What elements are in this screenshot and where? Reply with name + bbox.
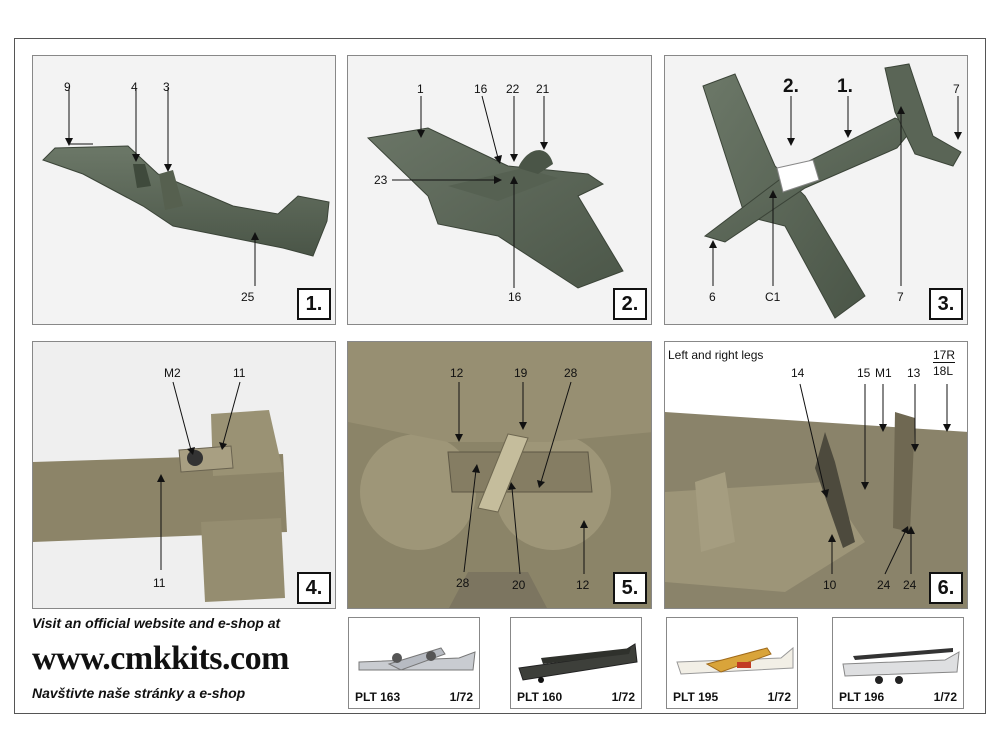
aircraft-thumbnail: [518, 643, 638, 683]
callout-m2: M2: [164, 366, 181, 380]
callout-28-bottom: 28: [456, 576, 470, 590]
callout-15: 15: [857, 366, 871, 380]
product-code: PLT 196: [839, 690, 885, 704]
step-number-badge: 2.: [613, 288, 647, 320]
aircraft-thumbnail: [358, 647, 476, 671]
product-card[interactable]: PLT 195 1/72: [666, 617, 798, 709]
callout-24-left: 24: [877, 578, 891, 592]
instruction-frame: [14, 38, 986, 714]
step-reference-2: 2.: [783, 76, 799, 97]
step-number-badge: 5.: [613, 572, 647, 604]
callout-23: 23: [374, 173, 388, 187]
callout-28-top: 28: [564, 366, 578, 380]
step-number-badge: 6.: [929, 572, 963, 604]
step-number-badge: 3.: [929, 288, 963, 320]
callout-1: 1: [417, 82, 424, 96]
aircraft-thumbnail: [676, 646, 794, 675]
callout-3: 3: [163, 80, 170, 94]
aircraft-thumbnail: [842, 648, 960, 684]
callout-16-bottom: 16: [508, 290, 522, 304]
callout-9: 9: [64, 80, 71, 94]
callout-19: 19: [514, 366, 528, 380]
callout-21: 21: [536, 82, 550, 96]
callout-22: 22: [506, 82, 520, 96]
website-url[interactable]: www.cmkkits.com: [32, 640, 289, 677]
callout-13: 13: [907, 366, 921, 380]
step-4-panel: M2 11 11 4.: [32, 341, 336, 609]
callout-4: 4: [131, 80, 138, 94]
step-5-panel: 12 19 28 28 20 12 5.: [347, 341, 652, 609]
callout-7-top: 7: [953, 82, 960, 96]
step-3-panel: 2. 1. 7 6 C1 7 3.: [664, 55, 968, 325]
callout-c1: C1: [765, 290, 781, 304]
callout-12-top: 12: [450, 366, 464, 380]
assembled-airframe-image: [702, 63, 962, 319]
product-code: PLT 163: [355, 690, 401, 704]
fuselage-half-image: [42, 88, 330, 286]
callout-11-top: 11: [233, 366, 246, 380]
step-6-panel: Left and right legs 17R 18L 14 15 M1 13 …: [664, 341, 968, 609]
callout-7-bottom: 7: [897, 290, 904, 304]
step-number-badge: 4.: [297, 572, 331, 604]
callout-11-bottom: 11: [153, 576, 166, 590]
product-scale: 1/72: [611, 690, 635, 704]
product-scale: 1/72: [933, 690, 957, 704]
callout-12-bottom: 12: [576, 578, 590, 592]
step-1-panel: 9 4 3 25 1.: [32, 55, 336, 325]
product-scale: 1/72: [449, 690, 473, 704]
tail-detail-image: [33, 342, 335, 608]
product-card[interactable]: PLT 196 1/72: [832, 617, 964, 709]
callout-18l: 18L: [933, 364, 954, 378]
step-reference-1: 1.: [837, 76, 853, 97]
step-number-badge: 1.: [297, 288, 331, 320]
callout-25: 25: [241, 290, 255, 304]
landing-gear-detail-image: [665, 342, 967, 608]
product-code: PLT 195: [673, 690, 719, 704]
panel-title: Left and right legs: [668, 348, 764, 362]
website-invitation-czech: Navštivte naše stránky a e-shop: [32, 685, 246, 701]
wing-assembly-image: [366, 95, 624, 289]
product-card[interactable]: PLT 160 1/72: [510, 617, 642, 709]
callout-24-right: 24: [903, 578, 917, 592]
website-invitation: Visit an official website and e-shop at: [32, 615, 281, 631]
callout-10: 10: [823, 578, 837, 592]
callout-17r: 17R: [933, 348, 956, 363]
callout-16-top: 16: [474, 82, 488, 96]
callout-14: 14: [791, 366, 805, 380]
wheel-well-detail-image: [348, 342, 651, 608]
product-code: PLT 160: [517, 690, 563, 704]
step-2-panel: 1 16 22 21 23 16 2.: [347, 55, 652, 325]
callout-20: 20: [512, 578, 526, 592]
callout-m1: M1: [875, 366, 892, 380]
callout-6: 6: [709, 290, 716, 304]
product-scale: 1/72: [767, 690, 791, 704]
product-card[interactable]: PLT 163 1/72: [348, 617, 480, 709]
